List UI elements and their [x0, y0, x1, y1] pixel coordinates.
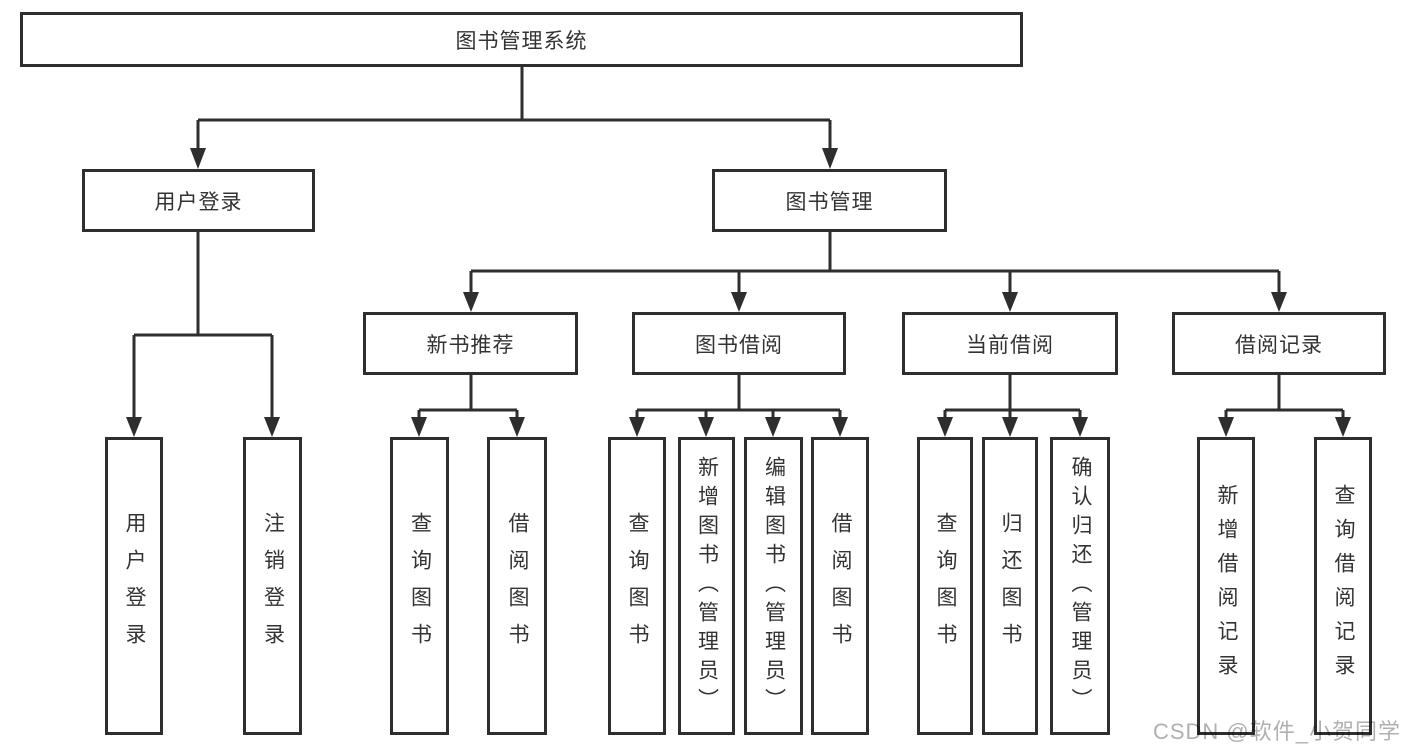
node-user-login: 用户登录 — [82, 169, 315, 232]
leaf-logout-login: 注销登录 — [243, 437, 302, 735]
node-library-management-system: 图书管理系统 — [20, 12, 1023, 67]
node-book-borrowing: 图书借阅 — [632, 312, 846, 375]
leaf-label: 借阅图书 — [506, 512, 529, 660]
leaf-query-borrow-record: 查询借阅记录 — [1314, 437, 1372, 735]
node-label: 用户登录 — [154, 190, 243, 214]
leaf-query-books: 查询图书 — [608, 437, 666, 735]
leaf-confirm-return-admin: 确认归还（管理员） — [1050, 437, 1110, 735]
leaf-label: 查询借阅记录 — [1332, 484, 1355, 688]
leaf-edit-books-admin: 编辑图书（管理员） — [744, 437, 803, 735]
csdn-watermark: CSDN @软件_小贺同学 — [1152, 719, 1401, 744]
leaf-label: 编辑图书（管理员） — [762, 455, 786, 717]
leaf-query-books: 查询图书 — [390, 437, 449, 735]
leaf-label: 新增图书（管理员） — [695, 455, 719, 717]
leaf-add-borrow-record: 新增借阅记录 — [1197, 437, 1255, 735]
node-label: 图书管理系统 — [455, 29, 588, 53]
leaf-label: 用户登录 — [123, 512, 146, 660]
node-borrowing-records: 借阅记录 — [1172, 312, 1386, 375]
leaf-label: 归还图书 — [999, 512, 1022, 660]
leaf-label: 注销登录 — [261, 512, 285, 660]
leaf-borrow-books: 借阅图书 — [811, 437, 869, 735]
node-label: 图书管理 — [785, 190, 874, 214]
node-new-book-recommend: 新书推荐 — [363, 312, 578, 375]
leaf-label: 查询图书 — [408, 512, 432, 660]
node-label: 图书借阅 — [695, 333, 783, 357]
leaf-borrow-books: 借阅图书 — [487, 437, 547, 735]
leaf-user-login: 用户登录 — [105, 437, 163, 735]
node-label: 当前借阅 — [966, 333, 1054, 357]
leaf-label: 借阅图书 — [829, 512, 852, 660]
node-book-management: 图书管理 — [712, 169, 947, 232]
leaf-label: 查询图书 — [934, 512, 957, 660]
leaf-label: 查询图书 — [626, 512, 649, 660]
node-label: 借阅记录 — [1235, 333, 1323, 357]
leaf-query-books: 查询图书 — [917, 437, 973, 735]
leaf-add-books-admin: 新增图书（管理员） — [678, 437, 735, 735]
node-current-borrowing: 当前借阅 — [902, 312, 1118, 375]
leaf-label: 新增借阅记录 — [1215, 484, 1238, 688]
leaf-return-books: 归还图书 — [982, 437, 1038, 735]
node-label: 新书推荐 — [426, 333, 515, 357]
leaf-label: 确认归还（管理员） — [1069, 455, 1092, 717]
